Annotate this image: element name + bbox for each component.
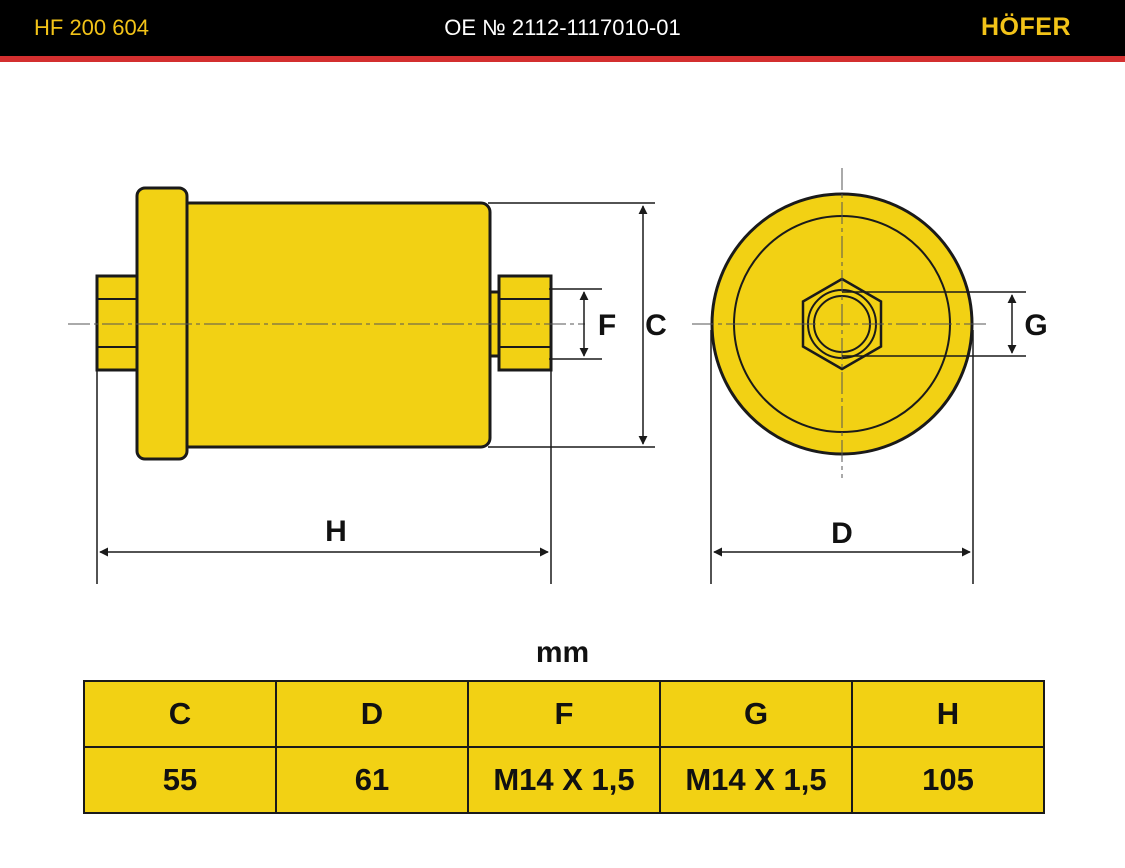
- brand-logo: HÖFER: [981, 13, 1071, 41]
- value-d: 61: [275, 746, 469, 814]
- label-d: D: [831, 517, 853, 550]
- dimension-c: [488, 202, 655, 448]
- dimension-h: [96, 370, 552, 584]
- filter-body: [178, 201, 492, 449]
- header-g: G: [659, 680, 853, 748]
- right-fitting: [497, 274, 553, 372]
- label-h: H: [325, 515, 347, 548]
- header-d: D: [275, 680, 469, 748]
- dimension-g: [842, 291, 1026, 357]
- header-f: F: [467, 680, 661, 748]
- dimension-f: [549, 288, 602, 360]
- value-c: 55: [83, 746, 277, 814]
- left-fitting: [95, 274, 141, 372]
- value-g: M14 X 1,5: [659, 746, 853, 814]
- oe-number: OE № 2112-1117010-01: [444, 15, 681, 40]
- header-h: H: [851, 680, 1045, 748]
- label-g: G: [1024, 309, 1047, 342]
- unit-label: mm: [535, 636, 590, 669]
- header-accent-stripe: [0, 56, 1125, 62]
- part-code: HF 200 604: [34, 15, 149, 40]
- value-h: 105: [851, 746, 1045, 814]
- label-c: C: [645, 309, 667, 342]
- spec-table: C D F G H 55 61 M14 X 1,5 M14 X 1,5 105: [83, 680, 1045, 814]
- table-value-row: 55 61 M14 X 1,5 M14 X 1,5 105: [83, 746, 1045, 814]
- label-f: F: [598, 309, 616, 342]
- value-f: M14 X 1,5: [467, 746, 661, 814]
- dimension-d: [710, 330, 974, 584]
- header-bar: [0, 0, 1125, 56]
- table-header-row: C D F G H: [83, 680, 1045, 748]
- header-c: C: [83, 680, 277, 748]
